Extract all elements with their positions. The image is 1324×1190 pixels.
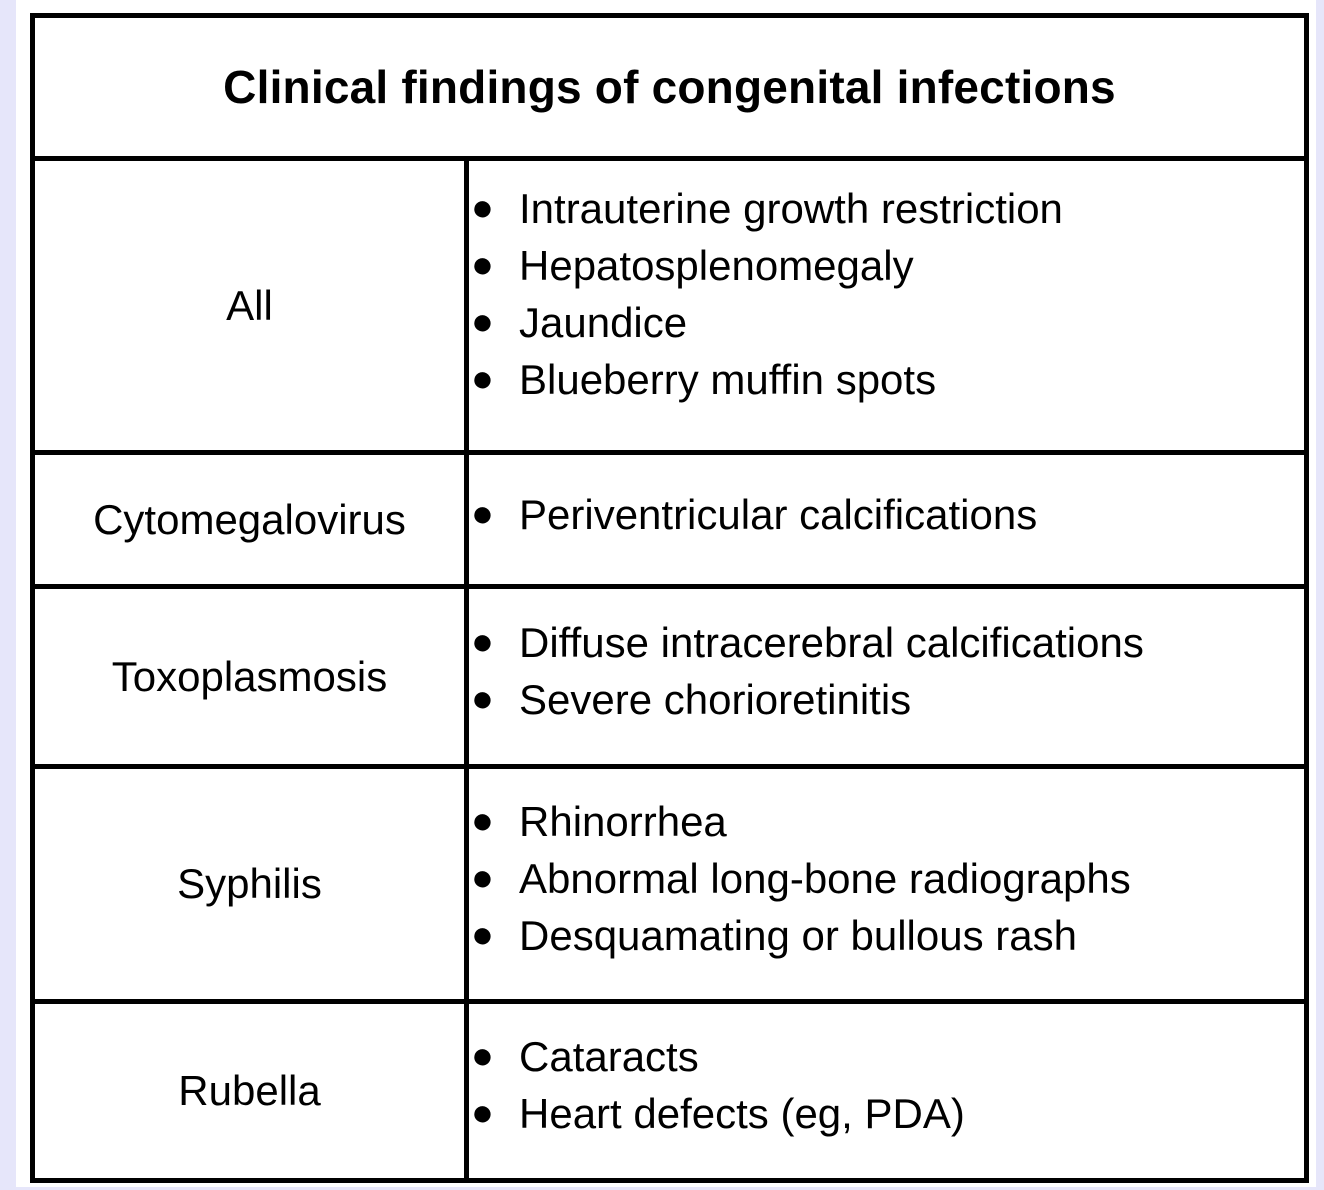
- infection-name: Syphilis: [30, 764, 469, 1004]
- findings-list: ● Periventricular calcifications: [469, 486, 1304, 543]
- congenital-infections-table: Clinical findings of congenital infectio…: [29, 13, 1310, 1183]
- bullet-icon: ●: [471, 677, 494, 720]
- bullet-icon: ●: [471, 493, 494, 535]
- bullet-icon: ●: [471, 799, 494, 842]
- table-row: Toxoplasmosis ● Diffuse intracerebral cal…: [30, 584, 1310, 769]
- list-item: ● Cataracts: [469, 1028, 1304, 1085]
- finding-text: Cataracts: [519, 1033, 699, 1080]
- findings-list: ● Diffuse intracerebral calcifications ● S…: [469, 614, 1304, 728]
- finding-text: Jaundice: [519, 298, 688, 346]
- list-item: ● Blueberry muffin spots: [469, 351, 1304, 408]
- finding-text: Desquamating or bullous rash: [519, 911, 1077, 959]
- bullet-icon: ●: [471, 620, 494, 663]
- table-title: Clinical findings of congenital infectio…: [29, 13, 1310, 161]
- finding-text: Intrauterine growth restriction: [519, 184, 1063, 232]
- table-row: Rubella ● Cataracts ● Heart defects (eg, P…: [30, 999, 1310, 1183]
- infection-name: Rubella: [30, 999, 469, 1183]
- bullet-icon: ●: [471, 856, 494, 899]
- table-row: Cytomegalovirus ● Periventricular calcifi…: [30, 450, 1310, 589]
- finding-text: Hepatosplenomegaly: [519, 241, 914, 289]
- bullet-icon: ●: [471, 357, 494, 400]
- list-item: ● Intrauterine growth restriction: [469, 180, 1304, 237]
- bullet-icon: ●: [471, 913, 494, 956]
- finding-text: Heart defects (eg, PDA): [519, 1090, 965, 1137]
- finding-text: Blueberry muffin spots: [519, 355, 937, 403]
- list-item: ● Jaundice: [469, 294, 1304, 351]
- finding-text: Abnormal long-bone radiographs: [519, 854, 1131, 902]
- table-title-row: Clinical findings of congenital infectio…: [29, 13, 1310, 161]
- table-row: All ● Intrauterine growth restriction ● He…: [30, 156, 1310, 455]
- findings-list: ● Intrauterine growth restriction ● Hepato…: [469, 180, 1304, 408]
- infection-name: Toxoplasmosis: [30, 584, 469, 769]
- table-row: Syphilis ● Rhinorrhea ● Abnormal long-bone…: [30, 764, 1310, 1004]
- infection-name: Cytomegalovirus: [30, 450, 469, 589]
- bullet-icon: ●: [471, 243, 494, 286]
- list-item: ● Hepatosplenomegaly: [469, 237, 1304, 294]
- list-item: ● Severe chorioretinitis: [469, 671, 1304, 728]
- bullet-icon: ●: [471, 186, 494, 229]
- finding-text: Periventricular calcifications: [519, 491, 1038, 538]
- list-item: ● Periventricular calcifications: [469, 486, 1304, 543]
- findings-list: ● Rhinorrhea ● Abnormal long-bone radiogra…: [469, 793, 1304, 964]
- finding-text: Severe chorioretinitis: [519, 675, 912, 723]
- list-item: ● Desquamating or bullous rash: [469, 907, 1304, 964]
- bullet-icon: ●: [471, 300, 494, 343]
- list-item: ● Diffuse intracerebral calcifications: [469, 614, 1304, 671]
- bullet-icon: ●: [471, 1035, 494, 1077]
- findings-cell: ● Cataracts ● Heart defects (eg, PDA): [463, 999, 1310, 1183]
- findings-list: ● Cataracts ● Heart defects (eg, PDA): [469, 1028, 1304, 1142]
- findings-cell: ● Rhinorrhea ● Abnormal long-bone radiogra…: [463, 764, 1310, 1004]
- findings-cell: ● Intrauterine growth restriction ● Hepato…: [463, 156, 1310, 455]
- list-item: ● Abnormal long-bone radiographs: [469, 850, 1304, 907]
- infection-name: All: [30, 156, 469, 455]
- findings-cell: ● Diffuse intracerebral calcifications ● S…: [463, 584, 1310, 769]
- list-item: ● Rhinorrhea: [469, 793, 1304, 850]
- bullet-icon: ●: [471, 1092, 494, 1134]
- finding-text: Diffuse intracerebral calcifications: [519, 618, 1144, 666]
- findings-cell: ● Periventricular calcifications: [463, 450, 1310, 589]
- finding-text: Rhinorrhea: [519, 797, 727, 845]
- list-item: ● Heart defects (eg, PDA): [469, 1085, 1304, 1142]
